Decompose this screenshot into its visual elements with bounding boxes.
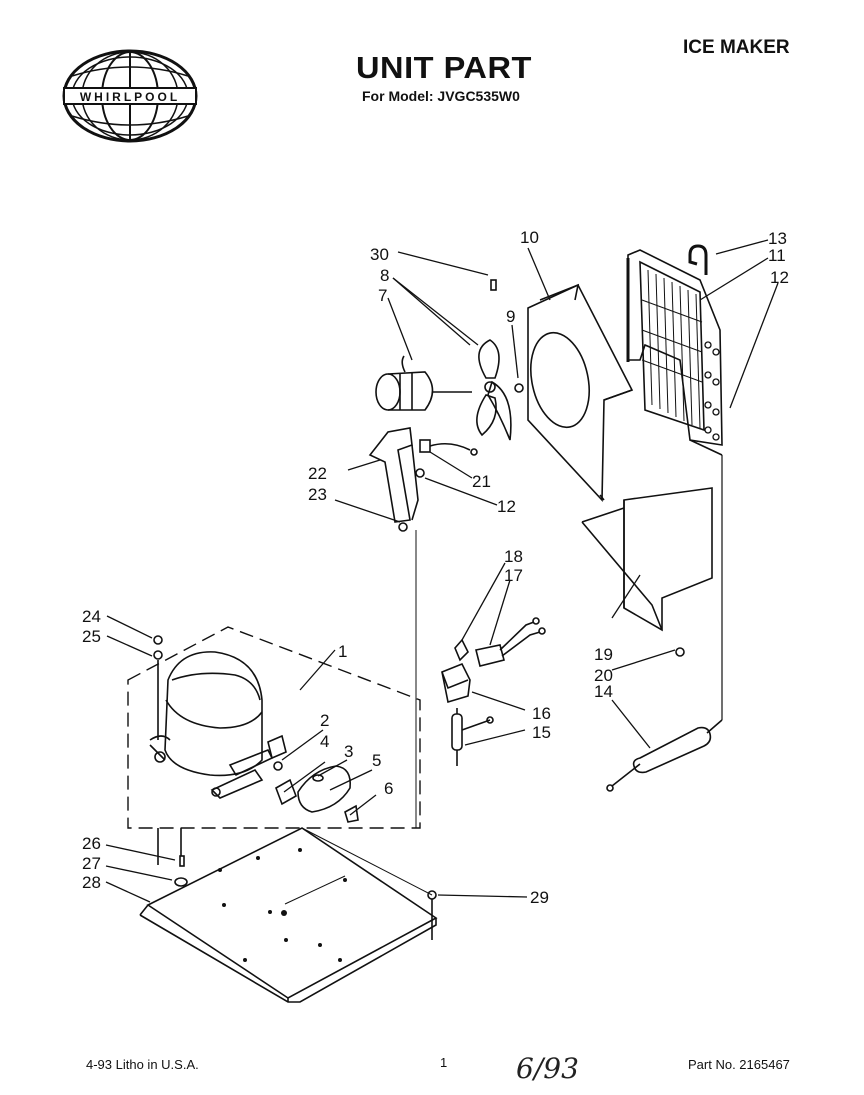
mounting-hardware — [153, 635, 188, 887]
base-plate — [139, 827, 438, 1003]
callout-1: 1 — [338, 642, 347, 661]
callout-16: 16 — [532, 704, 551, 723]
callout-11: 11 — [768, 246, 786, 265]
model-line: For Model: JVGC535W0 — [362, 88, 520, 104]
bracket-screw — [415, 468, 425, 478]
footer-part-number: Part No. 2165467 — [688, 1057, 790, 1072]
callout-5: 5 — [372, 751, 381, 770]
callout-18: 18 — [504, 547, 523, 566]
fan-nut — [514, 383, 524, 393]
baffle-panel — [581, 487, 713, 632]
callout-9: 9 — [506, 307, 515, 326]
connection-lines — [284, 530, 433, 905]
callout-3: 3 — [344, 742, 353, 761]
callout-29: 29 — [530, 888, 549, 907]
compressor-group-outline — [127, 626, 421, 829]
callout-20: 20 — [594, 666, 613, 685]
callout-10: 10 — [520, 228, 539, 247]
compressor-terminal-parts — [267, 734, 359, 823]
callout-14: 14 — [594, 682, 613, 701]
fan-motor — [375, 355, 472, 411]
callout-19: 19 — [594, 645, 613, 664]
compressor — [149, 651, 274, 799]
callout-8: 8 — [380, 266, 389, 285]
callout-24: 24 — [82, 607, 101, 626]
callout-numbers: 1 2 3 4 5 6 7 8 9 10 11 12 12 13 14 15 1… — [82, 228, 789, 907]
capacitor — [451, 708, 494, 766]
leader-lines — [105, 239, 779, 903]
callout-27: 27 — [82, 854, 101, 873]
callout-12-bracket: 12 — [497, 497, 516, 516]
fan-screw — [490, 279, 497, 291]
section-title: ICE MAKER — [683, 37, 790, 58]
callout-22: 22 — [308, 464, 327, 483]
callout-12-coil: 12 — [770, 268, 789, 287]
motor-bracket — [368, 427, 478, 523]
footer-print-date: 4-93 Litho in U.S.A. — [86, 1057, 199, 1072]
tube-clip — [688, 244, 708, 275]
callout-15: 15 — [532, 723, 551, 742]
baffle-screw — [675, 647, 685, 657]
fan-shroud — [527, 283, 634, 502]
callout-28: 28 — [82, 873, 101, 892]
callout-17: 17 — [504, 566, 523, 585]
callout-30: 30 — [370, 245, 389, 264]
callout-23: 23 — [308, 485, 327, 504]
condenser-coil — [626, 249, 723, 456]
callout-21: 21 — [472, 472, 491, 491]
brand-logo: WHIRLPOOL — [62, 49, 198, 143]
dryer — [606, 719, 723, 792]
callout-2: 2 — [320, 711, 329, 730]
callout-25: 25 — [82, 627, 101, 646]
fan-blade — [476, 339, 512, 441]
callout-13: 13 — [768, 229, 787, 248]
handwritten-date: 6/93 — [516, 1052, 579, 1085]
callout-26: 26 — [82, 834, 101, 853]
page-title: UNIT PART — [356, 50, 532, 85]
callout-6: 6 — [384, 779, 393, 798]
footer-page-number: 1 — [440, 1055, 448, 1070]
callout-4: 4 — [320, 732, 329, 751]
bracket-screw-lower — [398, 522, 408, 532]
brand-logo-text: WHIRLPOOL — [80, 90, 180, 104]
relay-assembly — [441, 617, 546, 704]
callout-7: 7 — [378, 286, 387, 305]
